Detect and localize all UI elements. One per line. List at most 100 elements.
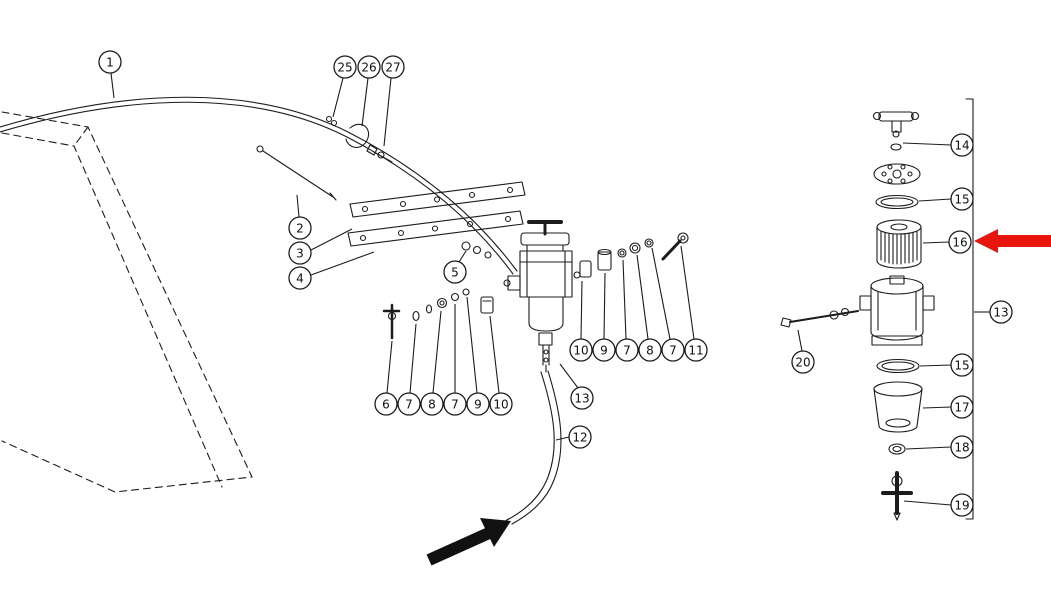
callout-label: 15	[954, 193, 969, 207]
callout-label: 19	[954, 499, 969, 513]
callout-part-15[interactable]: 15	[950, 353, 974, 377]
callout-label: 12	[572, 431, 587, 445]
callout-label: 7	[669, 344, 677, 358]
leader-line-part-18	[905, 446, 952, 450]
callout-part-20[interactable]: 20	[791, 350, 815, 374]
callout-part-27[interactable]: 27	[381, 55, 405, 79]
callout-part-7[interactable]: 7	[615, 338, 639, 362]
callout-label: 5	[451, 266, 459, 280]
callout-part-18[interactable]: 18	[950, 435, 974, 459]
callout-part-3[interactable]: 3	[288, 241, 312, 265]
callout-part-9[interactable]: 9	[592, 338, 616, 362]
fuel-tank-outline	[1, 111, 253, 493]
leader-line-part-5	[458, 250, 467, 263]
callout-label: 13	[993, 306, 1008, 320]
group-bracket-part-13	[965, 98, 974, 520]
callout-label: 14	[954, 139, 969, 153]
callout-label: 27	[385, 61, 400, 75]
callout-label: 7	[623, 344, 631, 358]
callout-part-13[interactable]: 13	[989, 300, 1013, 324]
leader-line-part-10	[489, 315, 500, 394]
callout-label: 11	[688, 344, 703, 358]
leader-line-part-16	[922, 241, 950, 244]
fittings-right-parts-10-11	[573, 232, 689, 279]
callout-label: 1	[106, 56, 114, 70]
callout-part-5[interactable]: 5	[443, 260, 467, 284]
callout-label: 3	[296, 247, 304, 261]
leader-line-part-1	[110, 72, 115, 99]
callout-part-26[interactable]: 26	[357, 55, 381, 79]
leader-line-part-19	[903, 500, 952, 506]
red-highlight-arrow	[974, 229, 1051, 253]
leader-line-part-7	[409, 323, 417, 394]
callout-label: 4	[296, 272, 304, 286]
callout-label: 6	[382, 398, 390, 412]
fittings-left-parts-6-10	[382, 288, 494, 340]
callout-part-13[interactable]: 13	[570, 386, 594, 410]
callout-part-9[interactable]: 9	[466, 392, 490, 416]
leader-line-part-11	[680, 245, 695, 340]
leader-line-part-17	[922, 406, 952, 409]
callout-label: 16	[952, 236, 967, 250]
callout-part-7[interactable]: 7	[443, 392, 467, 416]
callout-part-14[interactable]: 14	[950, 133, 974, 157]
callout-label: 9	[474, 398, 482, 412]
callout-part-17[interactable]: 17	[950, 395, 974, 419]
callout-part-1[interactable]: 1	[98, 50, 122, 74]
callout-label: 7	[451, 398, 459, 412]
leader-line-part-25	[332, 77, 344, 118]
leader-line-part-15	[919, 364, 952, 367]
callout-part-7[interactable]: 7	[397, 392, 421, 416]
mounting-strips-parts-3-4	[347, 181, 526, 247]
leader-line-part-6	[386, 340, 393, 394]
leader-line-part-9	[466, 296, 478, 394]
filter-element-part-16	[876, 219, 922, 269]
leader-line-part-15	[918, 198, 952, 202]
filter-exploded-view	[780, 111, 935, 521]
leader-line-part-12	[555, 436, 570, 441]
callout-label: 25	[337, 61, 352, 75]
callouts-layer: 1 25 26 27 2 3 4 5 6 7 8 7 9 10 10 9 7 8 7 11 13 12 14 15 16 13 20…	[98, 50, 1013, 517]
leader-line-part-8	[636, 254, 649, 340]
callout-label: 10	[573, 344, 588, 358]
leader-line-part-14	[902, 142, 952, 146]
callout-part-2[interactable]: 2	[288, 216, 312, 240]
leader-line-part-2	[296, 194, 300, 218]
leader-line-part-10	[580, 280, 583, 340]
callout-label: 20	[795, 356, 810, 370]
callout-part-10[interactable]: 10	[489, 392, 513, 416]
leader-line-part-9	[603, 272, 606, 340]
callout-part-12[interactable]: 12	[568, 425, 592, 449]
callout-label: 8	[428, 398, 436, 412]
callout-part-16-highlighted[interactable]: 16	[948, 230, 972, 254]
callout-part-8[interactable]: 8	[420, 392, 444, 416]
washer-set-part-5	[461, 241, 492, 259]
leader-line-part-20	[797, 329, 803, 352]
callout-part-10[interactable]: 10	[569, 338, 593, 362]
leader-line-part-7	[651, 247, 671, 340]
leader-line-part-7	[622, 259, 627, 340]
callout-label: 7	[405, 398, 413, 412]
callout-part-4[interactable]: 4	[288, 266, 312, 290]
callout-label: 15	[954, 359, 969, 373]
callout-label: 13	[574, 392, 589, 406]
leader-line-part-8	[432, 310, 442, 394]
callout-label: 8	[646, 344, 654, 358]
callout-label: 10	[493, 398, 508, 412]
callout-part-25[interactable]: 25	[333, 55, 357, 79]
callout-part-15[interactable]: 15	[950, 187, 974, 211]
callout-part-7[interactable]: 7	[661, 338, 685, 362]
black-direction-arrow	[426, 518, 511, 566]
callout-label: 18	[954, 441, 969, 455]
callout-part-19[interactable]: 19	[950, 493, 974, 517]
callout-part-8[interactable]: 8	[638, 338, 662, 362]
clamp-parts-25-26-27	[325, 115, 393, 163]
leader-line-part-13	[559, 363, 579, 389]
callout-part-11[interactable]: 11	[684, 338, 708, 362]
callout-label: 9	[600, 344, 608, 358]
leader-line-part-4	[310, 251, 375, 276]
callout-part-6[interactable]: 6	[374, 392, 398, 416]
leader-line-part-26	[361, 77, 369, 127]
fuel-line-part-1	[0, 96, 518, 275]
